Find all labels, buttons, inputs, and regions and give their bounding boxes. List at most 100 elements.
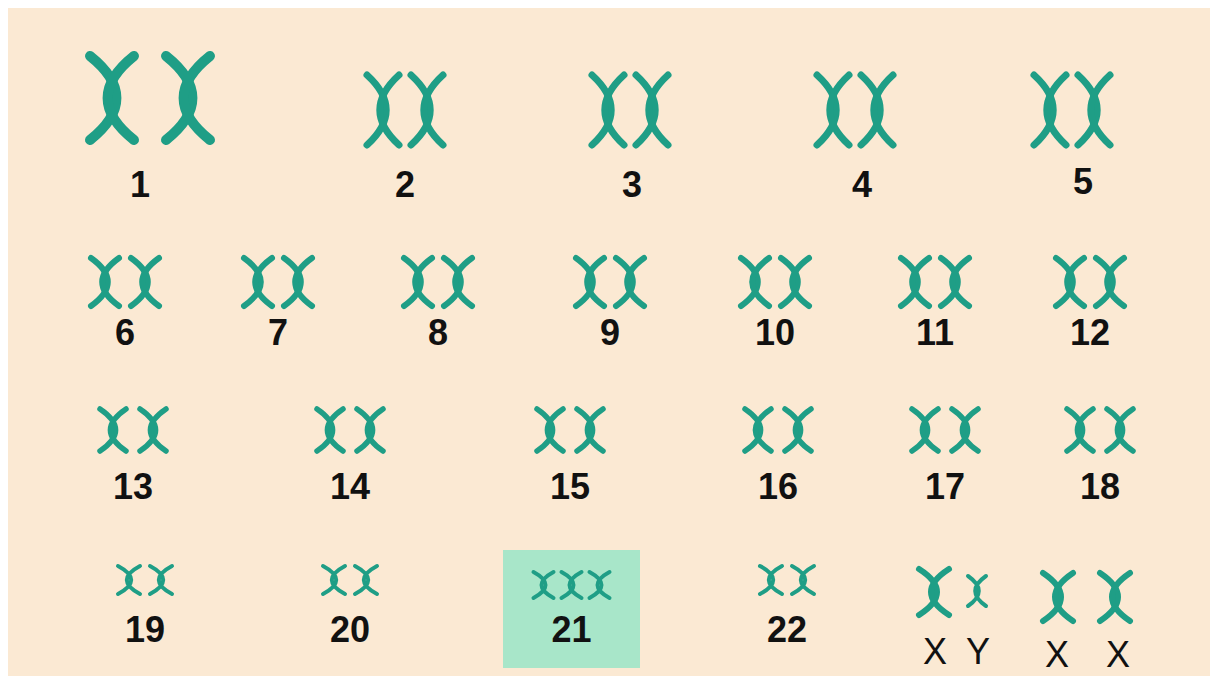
chromosome	[323, 566, 345, 594]
chromatid	[355, 566, 368, 594]
chromatid	[830, 75, 849, 145]
chromosome	[1100, 573, 1130, 621]
chromatid	[1077, 409, 1093, 451]
chromosome	[1043, 573, 1073, 621]
chromosome	[411, 75, 443, 145]
chromatid	[598, 572, 610, 598]
chromatid	[127, 566, 140, 594]
chromosome	[745, 409, 771, 451]
chromatid	[323, 566, 336, 594]
chromosome	[781, 258, 809, 306]
chromatid	[1117, 409, 1133, 451]
chromatid	[255, 258, 272, 306]
chromatid	[542, 572, 554, 598]
chromatid	[627, 258, 644, 306]
chromatid	[1055, 573, 1073, 621]
chromosome	[577, 409, 603, 451]
chromosome	[118, 566, 140, 594]
chromosome	[968, 576, 986, 606]
chromosome-number: 12	[1070, 311, 1110, 355]
chromatid	[1091, 75, 1110, 145]
chromatid	[142, 258, 159, 306]
sex-chromosome-letter: X	[923, 630, 947, 674]
chromatid	[760, 566, 773, 594]
chromatid	[102, 258, 119, 306]
chromatid	[415, 258, 432, 306]
chromatid	[952, 258, 969, 306]
chromosome	[952, 409, 978, 451]
chromosome-number: 7	[268, 311, 288, 355]
chromatid	[874, 75, 893, 145]
chromatid	[184, 56, 210, 140]
chromosome-number: 16	[758, 465, 798, 509]
chromosome-number: 19	[125, 608, 165, 652]
chromatid	[364, 566, 377, 594]
chromosome	[760, 566, 782, 594]
chromosome	[1096, 258, 1124, 306]
chromosome	[317, 409, 343, 451]
chromatid	[755, 409, 771, 451]
chromosome-number: 18	[1080, 465, 1120, 509]
chromosome	[357, 409, 383, 451]
chromatid	[922, 409, 938, 451]
chromatid	[801, 566, 814, 594]
chromosome-number: 22	[767, 608, 807, 652]
chromatid	[424, 75, 443, 145]
chromatid	[367, 409, 383, 451]
chromatid	[605, 75, 624, 145]
chromosome	[912, 409, 938, 451]
chromosome	[100, 409, 126, 451]
chromatid	[752, 258, 769, 306]
chromosome	[534, 572, 554, 598]
chromatid	[962, 409, 978, 451]
chromosome	[1056, 258, 1084, 306]
chromosome-number: 13	[113, 465, 153, 509]
chromatid	[332, 566, 345, 594]
highlight-box: 21	[503, 550, 640, 668]
chromatid	[455, 258, 472, 306]
chromosome-number: 14	[330, 465, 370, 509]
chromosome	[1107, 409, 1133, 451]
chromosome-number: 15	[550, 465, 590, 509]
chromosome	[861, 75, 893, 145]
chromosome	[576, 258, 604, 306]
chromosome	[616, 258, 644, 306]
chromosome	[741, 258, 769, 306]
chromosome	[1067, 409, 1093, 451]
sex-chromosome-letter: X	[1045, 633, 1069, 677]
chromosome	[166, 56, 210, 140]
chromosome-number: 5	[1073, 160, 1093, 204]
chromosome-number: 10	[755, 311, 795, 355]
chromosome	[785, 409, 811, 451]
chromosome	[537, 409, 563, 451]
chromatid	[1047, 75, 1066, 145]
chromosome	[367, 75, 399, 145]
chromatid	[1067, 258, 1084, 306]
chromosome-number: 3	[622, 163, 642, 207]
chromatid	[118, 566, 131, 594]
chromosome	[919, 569, 949, 615]
chromatid	[587, 409, 603, 451]
chromatid	[570, 572, 582, 598]
chromosome-number: 20	[330, 608, 370, 652]
chromatid	[108, 56, 134, 140]
chromosome	[592, 75, 624, 145]
chromosome	[131, 258, 159, 306]
chromatid	[931, 569, 949, 615]
chromatid	[792, 258, 809, 306]
chromosome	[244, 258, 272, 306]
chromatid	[912, 258, 929, 306]
chromosome	[404, 258, 432, 306]
chromatid	[295, 258, 312, 306]
chromosome-number: 17	[925, 465, 965, 509]
chromatid	[792, 566, 805, 594]
chromatid	[795, 409, 811, 451]
chromosome-number: 21	[503, 608, 640, 652]
chromatid	[380, 75, 399, 145]
chromosome	[562, 572, 582, 598]
sex-chromosome-letter: Y	[966, 630, 990, 674]
chromosome	[792, 566, 814, 594]
chromosome	[150, 566, 172, 594]
chromosome	[91, 258, 119, 306]
chromosome-number: 4	[852, 163, 872, 207]
